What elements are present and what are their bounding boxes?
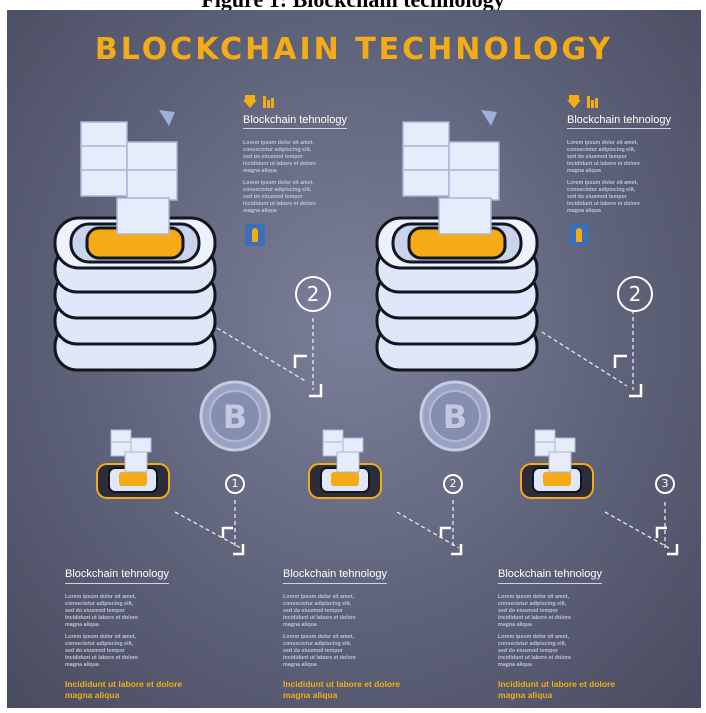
infographic-poster: BLOCKCHAIN TECHNOLOGY (7, 10, 701, 708)
bitcoin-coin-icon: B (419, 380, 491, 452)
server-stack-icon (520, 429, 594, 499)
lower-panel-highlight: Incididunt ut labore et dolore magna ali… (498, 679, 616, 700)
step-number: 2 (295, 276, 331, 312)
lower-panel-text: Lorem ipsum dolor sit amet, consectetur … (65, 634, 138, 668)
upper-panel-text: Lorem ipsum dolor sit amet, consectetur … (243, 140, 316, 174)
connector-lines (174, 310, 679, 556)
poster-title: BLOCKCHAIN TECHNOLOGY (94, 32, 614, 67)
upper-panel-text: Lorem ipsum dolor sit amet, consectetur … (567, 140, 640, 174)
person-icon (569, 224, 589, 246)
bitcoin-coin-icon: B (199, 380, 271, 452)
lower-panel-text: Lorem ipsum dolor sit amet, consectetur … (498, 594, 571, 628)
step-number: 2 (617, 276, 653, 312)
step-number: 3 (655, 474, 675, 494)
lower-panel-text: Lorem ipsum dolor sit amet, consectetur … (65, 594, 138, 628)
server-stack-icon (53, 110, 217, 372)
lower-panel-text: Lorem ipsum dolor sit amet, consectetur … (283, 594, 356, 628)
person-icon (245, 224, 265, 246)
figure-caption: Figure 1: Blockchain technology (0, 0, 706, 12)
lower-panel-highlight: Incididunt ut labore et dolore magna ali… (65, 679, 183, 700)
server-stack-icon (308, 429, 382, 499)
download-arrow-icon (567, 95, 581, 108)
server-stack-icon (96, 429, 170, 499)
lower-panel-text: Lorem ipsum dolor sit amet, consectetur … (498, 634, 571, 668)
lower-panel-heading: Blockchain tehnology (283, 568, 387, 584)
panel-icons (567, 94, 601, 110)
lower-panel-heading: Blockchain tehnology (65, 568, 169, 584)
upper-panel-text: Lorem ipsum dolor sit amet, consectetur … (243, 180, 316, 214)
lower-panel-highlight: Incididunt ut labore et dolore magna ali… (283, 679, 401, 700)
corner-bracket-icon (221, 354, 679, 556)
lower-panel-heading: Blockchain tehnology (498, 568, 602, 584)
step-number: 1 (225, 474, 245, 494)
bar-chart-icon (587, 96, 598, 108)
panel-icons (243, 94, 277, 110)
bar-chart-icon (263, 96, 274, 108)
upper-panel-heading: Blockchain tehnology (567, 114, 671, 129)
svg-text:B: B (223, 398, 247, 436)
server-stack-icon (375, 110, 539, 372)
download-arrow-icon (243, 95, 257, 108)
upper-panel-heading: Blockchain tehnology (243, 114, 347, 129)
svg-text:B: B (443, 398, 467, 436)
step-number: 2 (443, 474, 463, 494)
lower-panel-text: Lorem ipsum dolor sit amet, consectetur … (283, 634, 356, 668)
upper-panel-text: Lorem ipsum dolor sit amet, consectetur … (567, 180, 640, 214)
